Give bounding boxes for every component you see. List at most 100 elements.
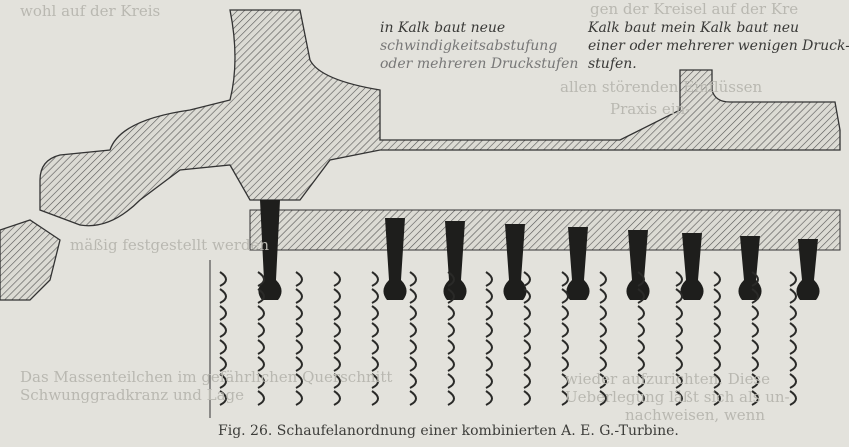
blade-profile — [789, 271, 797, 287]
bleed-text: nachweisen, wenn — [625, 406, 765, 424]
blade-profile — [713, 305, 721, 321]
blade — [443, 221, 467, 300]
casing — [39, 9, 841, 227]
blade-profile — [713, 356, 721, 372]
blade — [503, 224, 527, 300]
blade-profile — [447, 390, 455, 406]
blade-profile — [447, 373, 455, 389]
blade-profile — [371, 339, 379, 355]
blade-profile — [789, 373, 797, 389]
blade-profile — [257, 288, 265, 304]
blade-profile — [219, 339, 227, 355]
overprint-text: stufen. — [588, 56, 637, 72]
overprint-text: Kalk baut mein Kalk baut neu — [588, 20, 800, 36]
blade-profile — [447, 288, 455, 304]
blade-profile — [637, 373, 645, 389]
blade-profile — [409, 373, 417, 389]
blade-profile — [409, 288, 417, 304]
blade-profile — [675, 322, 683, 338]
blade-profile — [751, 390, 759, 406]
overprint-text: schwindigkeitsabstufung — [380, 38, 558, 54]
blade-profile — [485, 305, 493, 321]
blade-profile — [295, 305, 303, 321]
figure-caption: Fig. 26. Schaufelanordnung einer kombini… — [218, 423, 679, 439]
overprint-text: in Kalk baut neue — [380, 20, 506, 36]
blade-profile — [371, 373, 379, 389]
blade-profile — [219, 305, 227, 321]
blade-profile — [675, 339, 683, 355]
blade-profile — [599, 390, 607, 406]
blade-profile — [713, 322, 721, 338]
blade-profile — [371, 305, 379, 321]
blade-profile — [675, 271, 683, 287]
blade-profile — [409, 322, 417, 338]
blade — [383, 218, 407, 300]
blade-profile — [713, 288, 721, 304]
blade-profile — [257, 373, 265, 389]
blade-profile — [219, 390, 227, 406]
blade-profile — [295, 288, 303, 304]
blade-profile — [409, 390, 417, 406]
blade-profile — [371, 322, 379, 338]
blade-profile — [295, 322, 303, 338]
bleed-text: Das Massenteilchen im gefährlichen Quers… — [20, 368, 393, 386]
blade-profile — [713, 390, 721, 406]
blade-profile — [561, 339, 569, 355]
overprint-text: oder mehreren Druckstufen — [380, 56, 579, 72]
blade-profile — [409, 339, 417, 355]
blade-profile — [333, 305, 341, 321]
blade-profile — [409, 305, 417, 321]
blade-profile — [333, 356, 341, 372]
blade-profile — [447, 356, 455, 372]
blade-profile — [333, 322, 341, 338]
blade-profile — [637, 390, 645, 406]
blade-profile — [447, 305, 455, 321]
blade-profile — [599, 373, 607, 389]
blade-profile — [523, 356, 531, 372]
blade-profile — [561, 373, 569, 389]
blade-profile — [523, 305, 531, 321]
blade-profile — [219, 356, 227, 372]
blade-profile — [409, 271, 417, 287]
blade-profile — [485, 356, 493, 372]
bleed-text: mäßig festgestellt werden — [70, 236, 270, 254]
bleed-text: gen der Kreisel auf der Kre — [590, 0, 799, 18]
blade — [680, 233, 704, 300]
blade-profile — [333, 339, 341, 355]
bleed-text: Ueberlegung läßt sich als un- — [565, 388, 790, 406]
blade-profile — [333, 373, 341, 389]
blade-profile — [713, 271, 721, 287]
blade-profile — [599, 356, 607, 372]
blade-profile — [295, 390, 303, 406]
blade-profile — [295, 373, 303, 389]
blade-profile — [675, 373, 683, 389]
blade-profile — [295, 356, 303, 372]
blade-profile — [523, 339, 531, 355]
blade-profile — [333, 288, 341, 304]
blade-profile — [485, 288, 493, 304]
blade-profile — [523, 322, 531, 338]
blade-profile — [599, 322, 607, 338]
blade — [566, 227, 590, 300]
blade-profile — [675, 390, 683, 406]
blade-profile — [523, 288, 531, 304]
blade — [796, 239, 820, 300]
blade-profile — [485, 271, 493, 287]
blade-profile — [333, 390, 341, 406]
blade-profile — [257, 356, 265, 372]
blade-profile — [599, 339, 607, 355]
bleed-text: allen störenden Einflüssen — [560, 78, 763, 96]
blade-profile — [371, 288, 379, 304]
bleed-text: wohl auf der Kreis — [20, 2, 161, 20]
blade-profile — [751, 373, 759, 389]
blade-profile — [599, 305, 607, 321]
blade-profile — [447, 271, 455, 287]
blade-profile — [789, 356, 797, 372]
blade-profile — [751, 322, 759, 338]
blade-profile — [219, 288, 227, 304]
blade — [258, 200, 282, 300]
blade-profile — [447, 322, 455, 338]
inlet-flange — [0, 219, 61, 301]
blade-profile — [637, 271, 645, 287]
